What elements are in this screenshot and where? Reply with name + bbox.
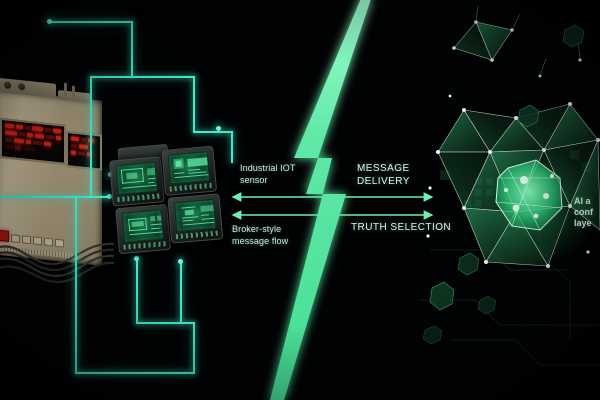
- trace-segment: [193, 76, 195, 132]
- trace-segment: [136, 258, 138, 324]
- trace-segment: [50, 21, 133, 23]
- crt-screen: [173, 198, 217, 233]
- industrial-iot-sensor-label: Industrial IOT sensor: [240, 163, 296, 185]
- trace-segment: [231, 131, 233, 163]
- led-display-main: [0, 117, 66, 165]
- crt-screen: [121, 209, 165, 243]
- antenna-icon: [72, 85, 75, 98]
- trace-node-dot: [47, 19, 52, 24]
- trace-segment: [193, 322, 195, 374]
- crt-monitor[interactable]: [167, 193, 224, 244]
- trace-segment: [193, 131, 233, 133]
- monitor-keypad[interactable]: [175, 230, 218, 240]
- machine-knob-icon: [18, 82, 25, 91]
- message-delivery-label: MESSAGE DELIVERY: [357, 163, 410, 187]
- monitor-keypad[interactable]: [117, 193, 160, 203]
- trace-node-dot: [178, 259, 183, 264]
- trace-segment: [75, 196, 77, 374]
- led-display-secondary: [66, 130, 102, 171]
- monitor-keypad[interactable]: [123, 241, 166, 250]
- ai-network-mesh: [420, 5, 600, 366]
- lightning-bolt: [270, 0, 371, 400]
- trace-segment: [180, 262, 182, 324]
- trace-segment: [136, 322, 194, 324]
- truth-selection-label: TRUTH SELECTION: [351, 222, 452, 233]
- trace-segment: [75, 372, 195, 374]
- trace-segment: [0, 196, 110, 198]
- trace-segment: [90, 76, 92, 196]
- machine-knob-icon: [4, 81, 11, 90]
- trace-segment: [131, 21, 133, 77]
- antenna-icon: [64, 82, 67, 97]
- crt-screen: [167, 151, 211, 185]
- broker-style-message-flow-label: Broker-style message flow: [232, 224, 289, 246]
- trace-node-dot: [216, 126, 221, 131]
- ai-confidence-layer-label: AI a conf laye: [574, 196, 593, 228]
- crt-monitor-cluster: [108, 144, 224, 265]
- trace-segment: [90, 76, 195, 78]
- cable-bundle: [0, 242, 115, 284]
- crt-monitor[interactable]: [115, 203, 172, 255]
- crt-monitor[interactable]: [161, 145, 218, 196]
- crt-monitor[interactable]: [109, 156, 165, 207]
- crt-screen: [115, 161, 158, 196]
- monitor-keypad[interactable]: [169, 182, 212, 192]
